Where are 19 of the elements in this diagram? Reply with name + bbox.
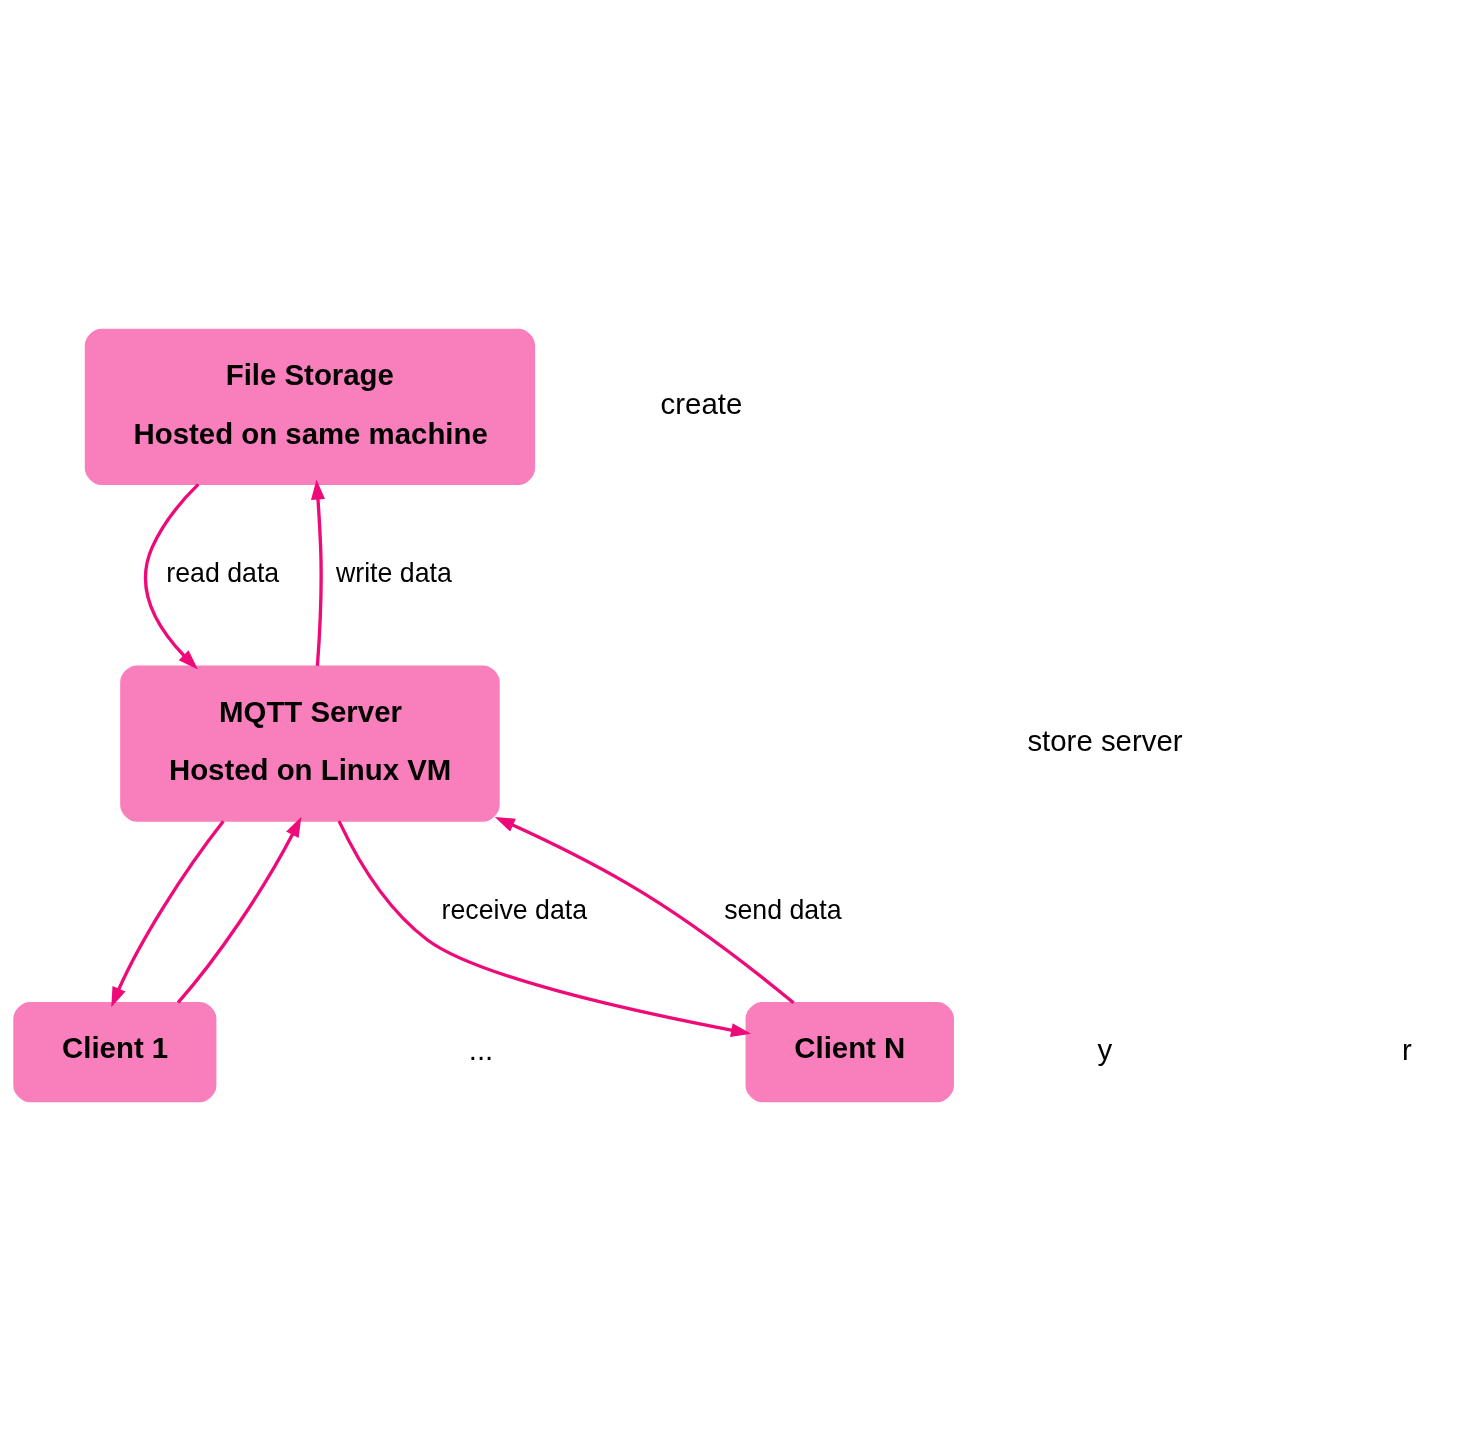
edge-label: receive data [441,894,588,925]
label: ... [468,1032,494,1066]
arrow [337,820,752,1038]
arrow [176,816,302,1004]
label: y [1097,1032,1113,1066]
node-box: File Storage Hosted on same machine [84,328,536,485]
arrow [111,820,225,1008]
edge-label: send data [724,894,842,925]
label: r [1402,1032,1412,1066]
label: create [660,387,743,421]
arrow [143,483,200,670]
node-box: Client N [745,1002,954,1103]
label: store server [1027,724,1183,758]
arrow [494,816,795,1004]
edge-label: read data [166,557,280,588]
node-box: MQTT Server Hosted on Linux VM [120,665,500,822]
node-box: Client 1 [13,1002,217,1103]
arrow [310,479,325,666]
edge-label: write data [336,557,452,588]
